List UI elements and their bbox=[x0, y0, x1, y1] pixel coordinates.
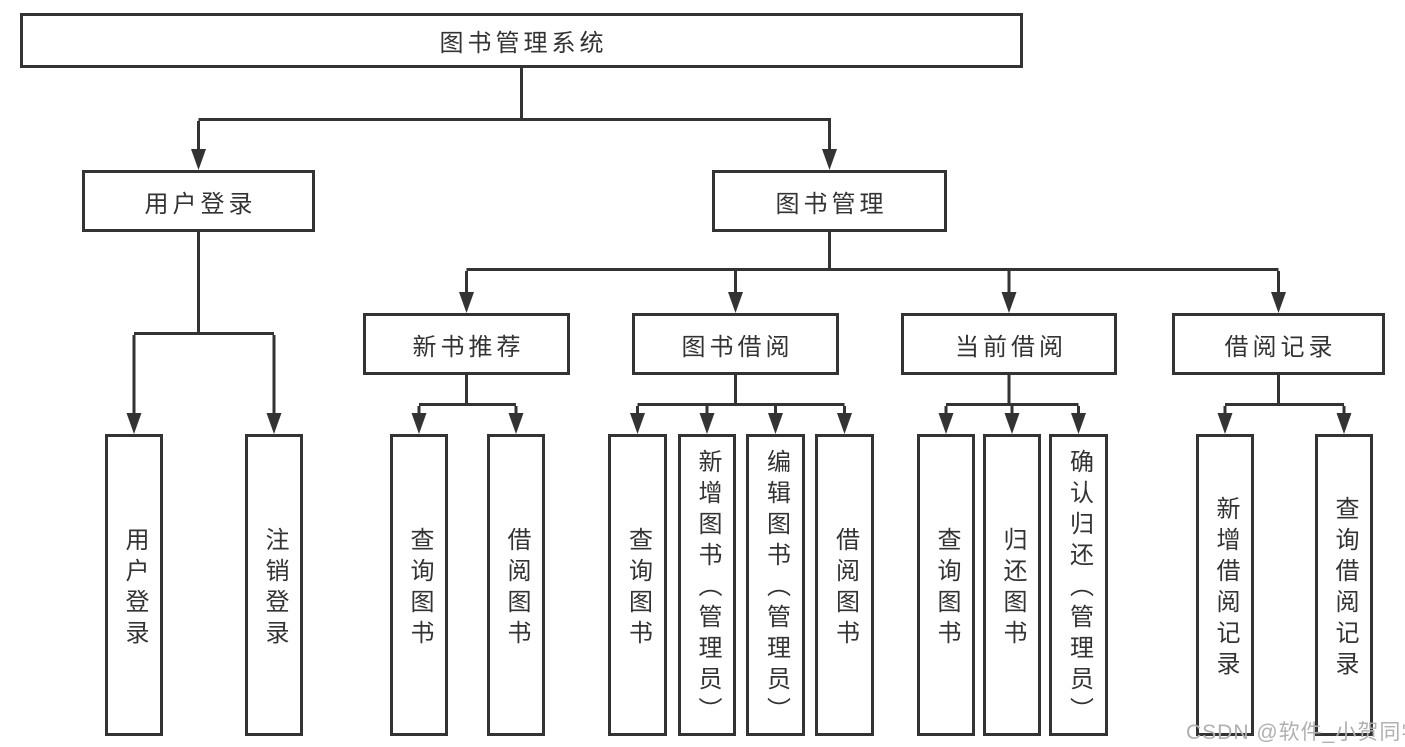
node-user-login: 用户登录 bbox=[82, 170, 315, 232]
leaf-add-book-admin: 新增图书（管理员） bbox=[678, 434, 736, 736]
node-book-borrowing: 图书借阅 bbox=[632, 313, 839, 375]
leaf-borrow-books-recommend: 借阅图书 bbox=[487, 434, 545, 736]
leaf-logout: 注销登录 bbox=[245, 434, 303, 736]
leaf-query-books-recommend: 查询图书 bbox=[390, 434, 448, 736]
node-library-management-system: 图书管理系统 bbox=[20, 13, 1023, 68]
node-borrowing-records: 借阅记录 bbox=[1172, 313, 1385, 375]
leaf-user-login: 用户登录 bbox=[105, 434, 163, 736]
leaf-return-books: 归还图书 bbox=[983, 434, 1041, 736]
leaf-query-books-borrowing: 查询图书 bbox=[608, 434, 667, 736]
node-book-management: 图书管理 bbox=[712, 170, 947, 232]
node-new-book-recommend: 新书推荐 bbox=[363, 313, 570, 375]
leaf-add-borrow-record: 新增借阅记录 bbox=[1196, 434, 1254, 736]
leaf-borrow-books-borrowing: 借阅图书 bbox=[815, 434, 874, 736]
leaf-edit-book-admin: 编辑图书（管理员） bbox=[746, 434, 805, 736]
leaf-confirm-return-admin: 确认归还（管理员） bbox=[1049, 434, 1108, 736]
leaf-query-books-current: 查询图书 bbox=[917, 434, 975, 736]
leaf-query-borrow-record: 查询借阅记录 bbox=[1315, 434, 1373, 736]
node-current-borrowing: 当前借阅 bbox=[901, 313, 1117, 375]
watermark: CSDN @软件_小贺同学 bbox=[1186, 721, 1405, 744]
